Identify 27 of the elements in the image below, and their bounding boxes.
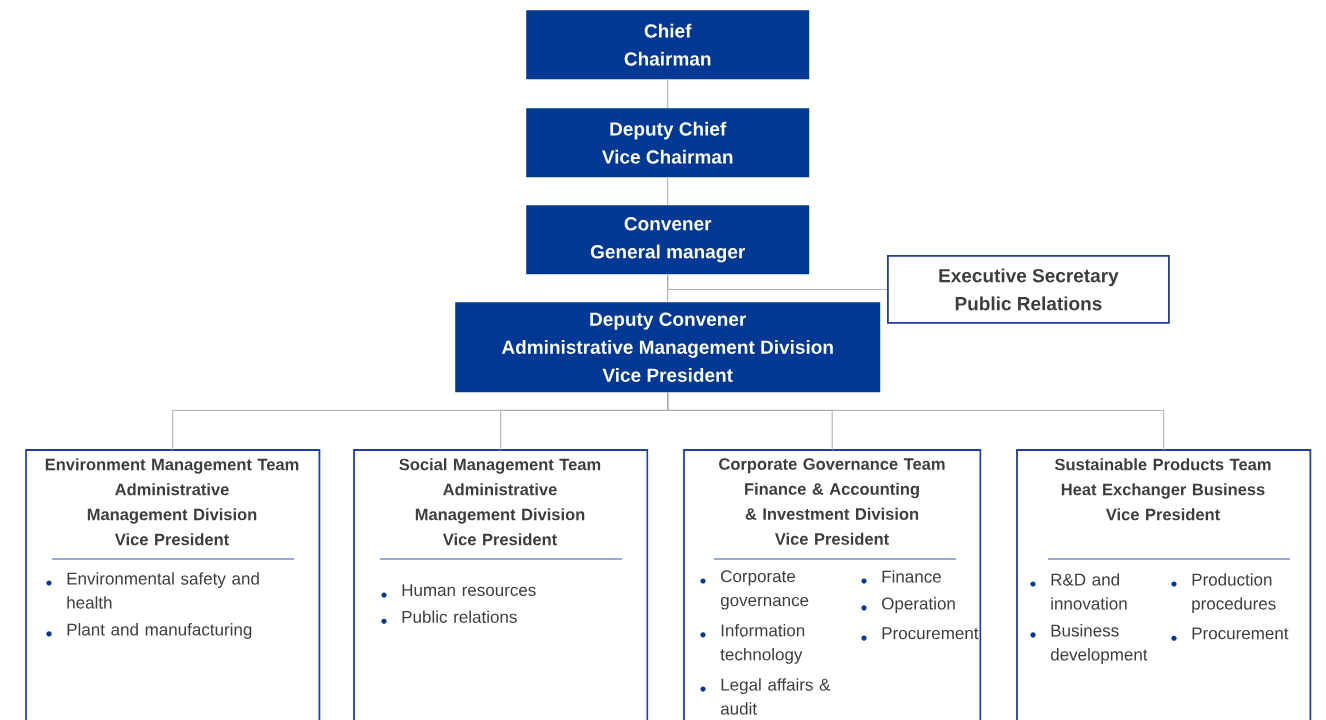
team-heading: Social Management Team Administrative Management Division Vice President bbox=[399, 458, 601, 546]
list-item: Procurement bbox=[882, 627, 979, 640]
title-box: Convener General manager bbox=[526, 205, 810, 275]
list-item: Plant and manufacturing bbox=[67, 623, 252, 639]
list-item: Production procedures bbox=[1192, 573, 1276, 614]
team-heading: Environment Management Team Administrative Management Division Vice President bbox=[45, 458, 299, 546]
list-item: Environmental safety and health bbox=[67, 572, 259, 609]
title-box: Chief Chairman bbox=[526, 10, 810, 80]
team-heading: Corporate Governance Team Finance & Accounting & Investment Division Vice President bbox=[719, 458, 945, 545]
title-box: Deputy Chief Vice Chairman bbox=[526, 108, 810, 178]
connector-line bbox=[667, 273, 888, 290]
connector-line bbox=[667, 78, 669, 109]
list-item: Procurement bbox=[1192, 627, 1289, 640]
list-item: Operation bbox=[882, 597, 955, 613]
connector-line bbox=[667, 391, 1165, 451]
list-item: Business development bbox=[1050, 624, 1148, 664]
list-item: Corporate governance bbox=[720, 570, 809, 610]
connector-line bbox=[667, 176, 669, 206]
team-heading: Sustainable Products Team Heat Exchanger Business Vice President bbox=[1054, 458, 1271, 521]
list-item: Information technology bbox=[720, 624, 805, 664]
list-item: Legal affairs & audit bbox=[720, 678, 831, 715]
list-item: Finance bbox=[882, 570, 941, 583]
title-box: Executive Secretary Public Relations bbox=[887, 255, 1170, 324]
list-item: Public relations bbox=[402, 610, 517, 623]
list-item: R&D and innovation bbox=[1051, 573, 1127, 610]
list-item: Human resources bbox=[402, 584, 536, 597]
title-box: Deputy Convener Administrative Management Division Vice President bbox=[455, 302, 881, 393]
